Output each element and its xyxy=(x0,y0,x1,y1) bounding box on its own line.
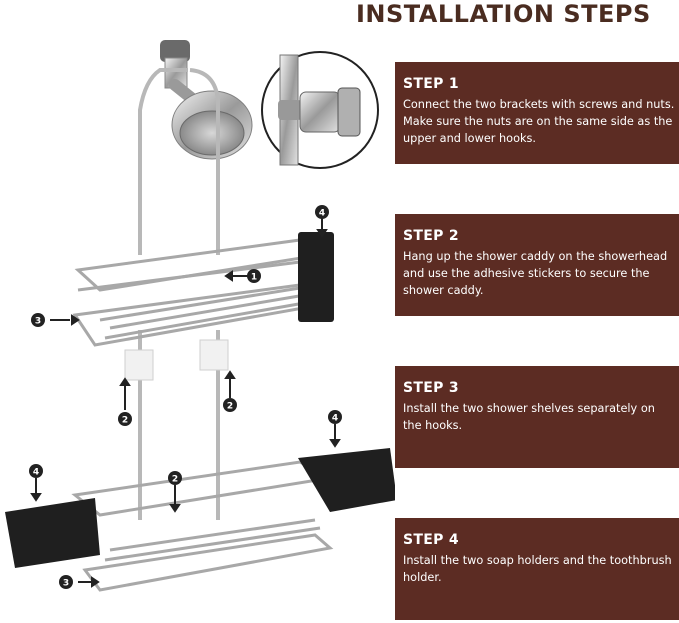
callout-3a: 3 xyxy=(35,317,41,327)
callout-2b: 2 xyxy=(227,402,233,412)
shower-head xyxy=(160,40,253,160)
step-1-text: Connect the two brackets with screws and… xyxy=(403,98,675,145)
callout-badge-1 xyxy=(247,269,261,283)
step-4-title: STEP 4 xyxy=(403,532,459,548)
upper-shelf xyxy=(72,238,324,347)
soap-holder-right xyxy=(298,448,395,512)
callout-badge-2c xyxy=(168,471,182,485)
callout-badge-4c xyxy=(29,464,43,478)
callout-4b: 4 xyxy=(332,414,338,424)
step-4-panel: STEP 4 Install the two soap holders and … xyxy=(395,518,679,620)
callout-badge-4a xyxy=(315,205,329,219)
step-2-panel: STEP 2 Hang up the shower caddy on the s… xyxy=(395,214,679,316)
adhesive-sticker-left xyxy=(124,349,154,381)
step-1-panel: STEP 1 Connect the two brackets with scr… xyxy=(395,62,679,164)
callout-3b: 3 xyxy=(63,579,69,589)
step-3-title: STEP 3 xyxy=(403,380,459,396)
step-2-title: STEP 2 xyxy=(403,228,459,244)
step-4-text: Install the two soap holders and the too… xyxy=(403,554,672,584)
step-3-text: Install the two shower shelves separatel… xyxy=(403,402,655,432)
callout-badge-3b xyxy=(59,575,73,589)
callout-4a: 4 xyxy=(319,209,325,219)
callout-1: 1 xyxy=(251,273,257,283)
callout-2c: 2 xyxy=(172,475,178,485)
step-1-title: STEP 1 xyxy=(403,76,459,92)
callout-arrows xyxy=(30,218,341,588)
callout-4c: 4 xyxy=(33,468,39,478)
toothbrush-holder xyxy=(298,232,334,322)
lower-shelf xyxy=(71,460,335,592)
step-2-text: Hang up the shower caddy on the showerhe… xyxy=(403,250,668,297)
page-title: INSTALLATION STEPS xyxy=(356,0,651,28)
callout-badge-2a xyxy=(118,412,132,426)
callout-badge-3a xyxy=(31,313,45,327)
callout-badge-2b xyxy=(223,398,237,412)
shower-caddy-illustration: 1 2 2 2 3 3 4 4 4 xyxy=(5,40,395,592)
callout-badge-4b xyxy=(328,410,342,424)
adhesive-sticker-right xyxy=(199,339,229,371)
soap-holder-left xyxy=(5,498,100,568)
step-3-panel: STEP 3 Install the two shower shelves se… xyxy=(395,366,679,468)
callout-2a: 2 xyxy=(122,416,128,426)
bracket-zoom-detail xyxy=(261,51,379,169)
